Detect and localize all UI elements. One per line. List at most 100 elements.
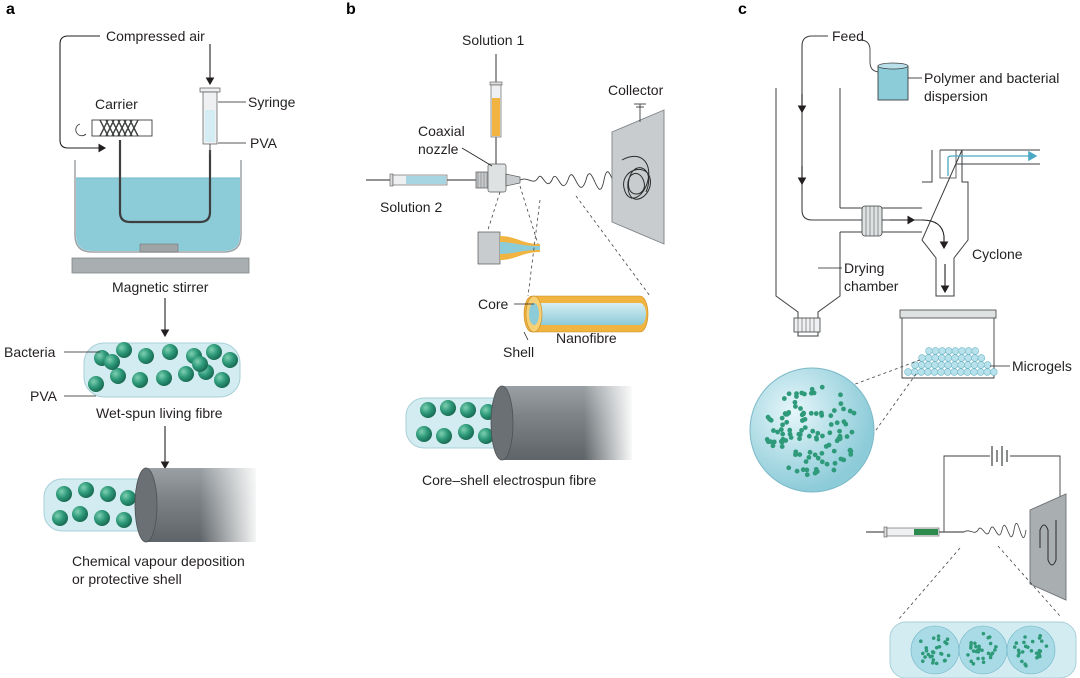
bacterium-dot (804, 472, 810, 478)
bacterium-dot (815, 455, 821, 461)
pva-syringe-label: PVA (250, 135, 278, 151)
bacterium (214, 372, 230, 388)
bacterium (478, 428, 494, 444)
carrier (75, 119, 153, 137)
core-shell-label: Core–shell electrospun fibre (422, 472, 597, 488)
bacterium-dot (832, 460, 838, 466)
coaxial-nozzle (475, 163, 521, 193)
bacterium-dot (824, 461, 830, 467)
bacterium-dot (787, 427, 793, 433)
microgel-particle (951, 347, 960, 355)
bacterium-dot (794, 468, 800, 474)
bacterium-dot (848, 451, 854, 457)
bacterium-dot (930, 654, 934, 658)
bacterium-dot (1037, 636, 1042, 640)
bacterium-dot (779, 415, 785, 421)
bacterium-dot (841, 419, 847, 425)
bacterium-dot (969, 646, 973, 650)
bacterium-dot (934, 645, 939, 650)
bacterium-dot (799, 418, 805, 423)
bacterium-dot (834, 420, 840, 426)
microgel-particle (931, 347, 940, 355)
bacterium-dot (831, 408, 837, 413)
bacterium-dot (778, 427, 784, 432)
bacterium-dot (988, 641, 993, 646)
bacterium-dot (974, 644, 978, 649)
microgel-particle (957, 354, 966, 362)
microgel-particle (944, 361, 952, 369)
electrospinning-jet (519, 171, 625, 191)
drying-label-1: Drying (844, 260, 884, 276)
bacterium (78, 482, 94, 498)
bacterium-dot (807, 449, 813, 455)
bacterium-dot (797, 452, 803, 458)
bacterium-dot (819, 459, 825, 465)
bacterium-dot (993, 648, 997, 652)
microgel-particle (938, 347, 946, 355)
bacterium-dot (986, 635, 991, 640)
microgel-particle (924, 361, 932, 369)
microgel-particle (983, 361, 992, 369)
panel-c-label: c (738, 1, 747, 18)
bacterium-dot (1023, 662, 1027, 666)
shell-label: Shell (503, 344, 534, 360)
bacterium (132, 372, 148, 388)
feed-tube (801, 35, 922, 221)
bacterium-dot (837, 428, 842, 434)
bacterium-dot (771, 439, 777, 445)
bacterium-dot (969, 641, 973, 645)
bacterium-dot (838, 401, 844, 407)
bacterium-dot (930, 650, 935, 654)
microgel-particle (917, 368, 925, 376)
microgel-particle (945, 347, 953, 355)
bacterium-dot (803, 459, 809, 464)
bacterium-dot (921, 651, 925, 656)
bacterium (460, 402, 476, 418)
pva-fibre-label: PVA (30, 388, 58, 404)
magnetic-stirrer (71, 243, 250, 274)
microgel-particle (970, 368, 978, 376)
bacterium-dot (838, 392, 843, 398)
bacterium-dot (981, 660, 986, 665)
bacterium-dot (831, 448, 837, 454)
microgel-particle (937, 368, 945, 376)
bacterium-dot (971, 649, 976, 653)
coaxial-label-2: nozzle (418, 141, 459, 157)
bacterium-dot (976, 656, 980, 661)
drying-label-2: chamber (844, 278, 899, 294)
bacterium (104, 354, 120, 370)
bacterium-dot (797, 436, 802, 442)
microgel-particle (971, 354, 979, 362)
bacterium-dot (977, 644, 981, 649)
bacterium-dot (934, 661, 939, 666)
bacterium-dot (980, 648, 984, 653)
microgel-particle (938, 354, 946, 362)
nanofibre-zoom (523, 295, 649, 333)
bacterium (56, 486, 72, 502)
bacterium-dot (945, 637, 950, 642)
bacterium-dot (841, 406, 846, 412)
microgel-particle (924, 354, 933, 362)
bacterium-dot (936, 634, 941, 638)
magnetic-stirrer-label: Magnetic stirrer (112, 279, 209, 295)
bacterium-dot (1044, 644, 1049, 648)
cyclone-label: Cyclone (972, 246, 1023, 262)
microgel-particle (957, 368, 965, 376)
nozzle-zoom (477, 231, 540, 265)
bacterium-dot (771, 428, 776, 433)
bacterium (120, 490, 136, 506)
microgel-particle (924, 368, 932, 376)
panel-b-label: b (346, 1, 356, 18)
bacterium-dot (793, 404, 798, 409)
bacterium-dot (841, 457, 847, 463)
bacterium-dot (989, 653, 993, 657)
bacterium-dot (804, 467, 810, 473)
bacterium-dot (820, 433, 825, 439)
compressed-air-label: Compressed air (106, 28, 205, 44)
bacterium (88, 376, 104, 392)
drying-chamber (775, 88, 841, 337)
microgel-fibre (889, 621, 1077, 678)
microgel-particle (951, 354, 959, 362)
feed-beaker (877, 62, 909, 101)
